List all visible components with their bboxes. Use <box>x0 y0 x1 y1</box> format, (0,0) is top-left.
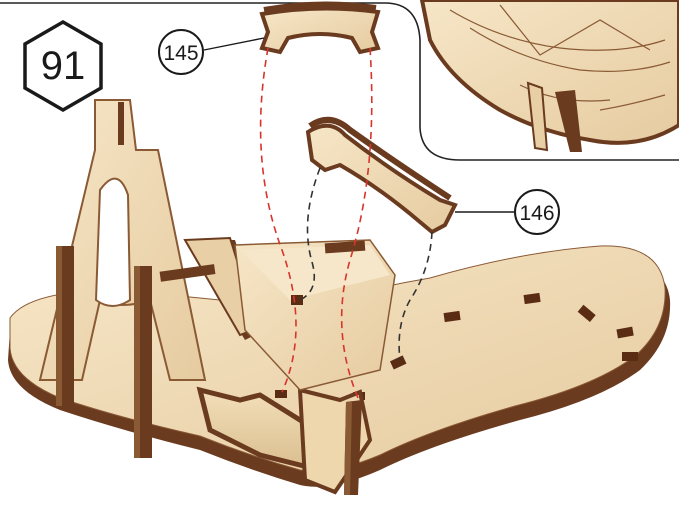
inset-turtle-shell <box>422 0 679 152</box>
part-145 <box>262 4 378 52</box>
callout-label-146: 146 <box>519 202 554 225</box>
front-stakes <box>344 400 362 495</box>
slot <box>275 390 287 398</box>
callout-label-145: 145 <box>163 42 198 65</box>
part-146 <box>308 120 455 232</box>
callout-146: 146 <box>455 190 559 234</box>
step-badge: 91 <box>25 22 101 110</box>
leader-line <box>204 38 264 50</box>
callout-145: 145 <box>159 30 264 74</box>
slot <box>622 352 638 361</box>
step-number: 91 <box>41 44 86 88</box>
